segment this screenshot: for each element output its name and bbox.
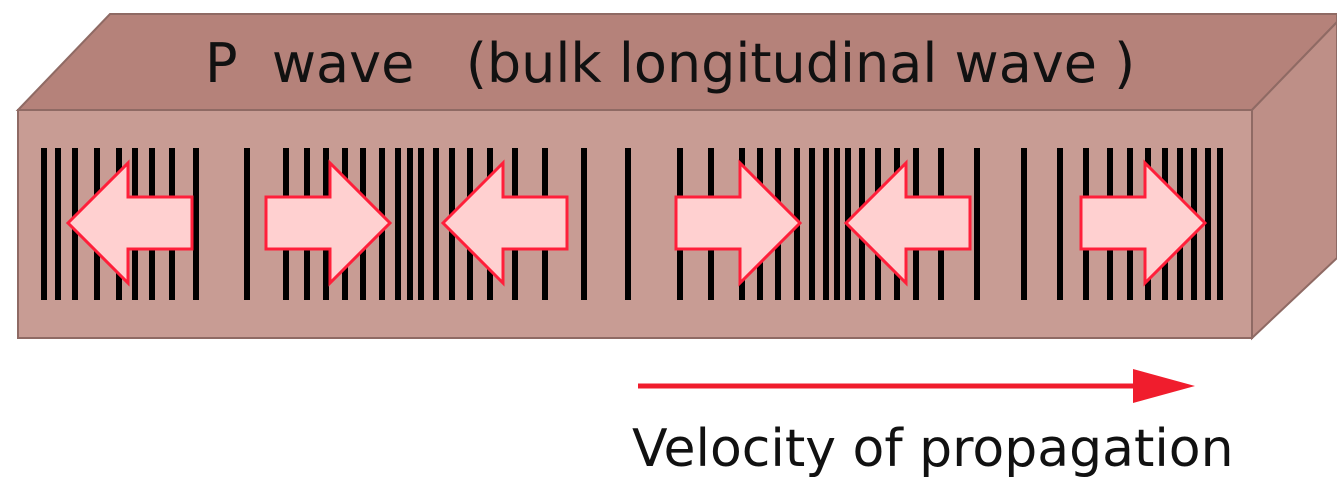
- arrow-right-icon: [264, 159, 393, 287]
- velocity-arrow-head: [1133, 369, 1195, 403]
- arrow-left-icon: [440, 159, 569, 287]
- arrow-right-icon: [674, 159, 803, 287]
- diagram-title: P wave (bulk longitudinal wave ): [205, 32, 1135, 95]
- velocity-label: Velocity of propagation: [632, 419, 1234, 479]
- arrow-right-icon: [1079, 159, 1208, 287]
- arrow-left-icon: [843, 159, 972, 287]
- arrow-left-icon: [65, 159, 194, 287]
- block-front-face: [17, 109, 1253, 339]
- velocity-arrow: [638, 369, 1195, 403]
- block: [15, 13, 1337, 341]
- motion-arrows: [65, 159, 1208, 287]
